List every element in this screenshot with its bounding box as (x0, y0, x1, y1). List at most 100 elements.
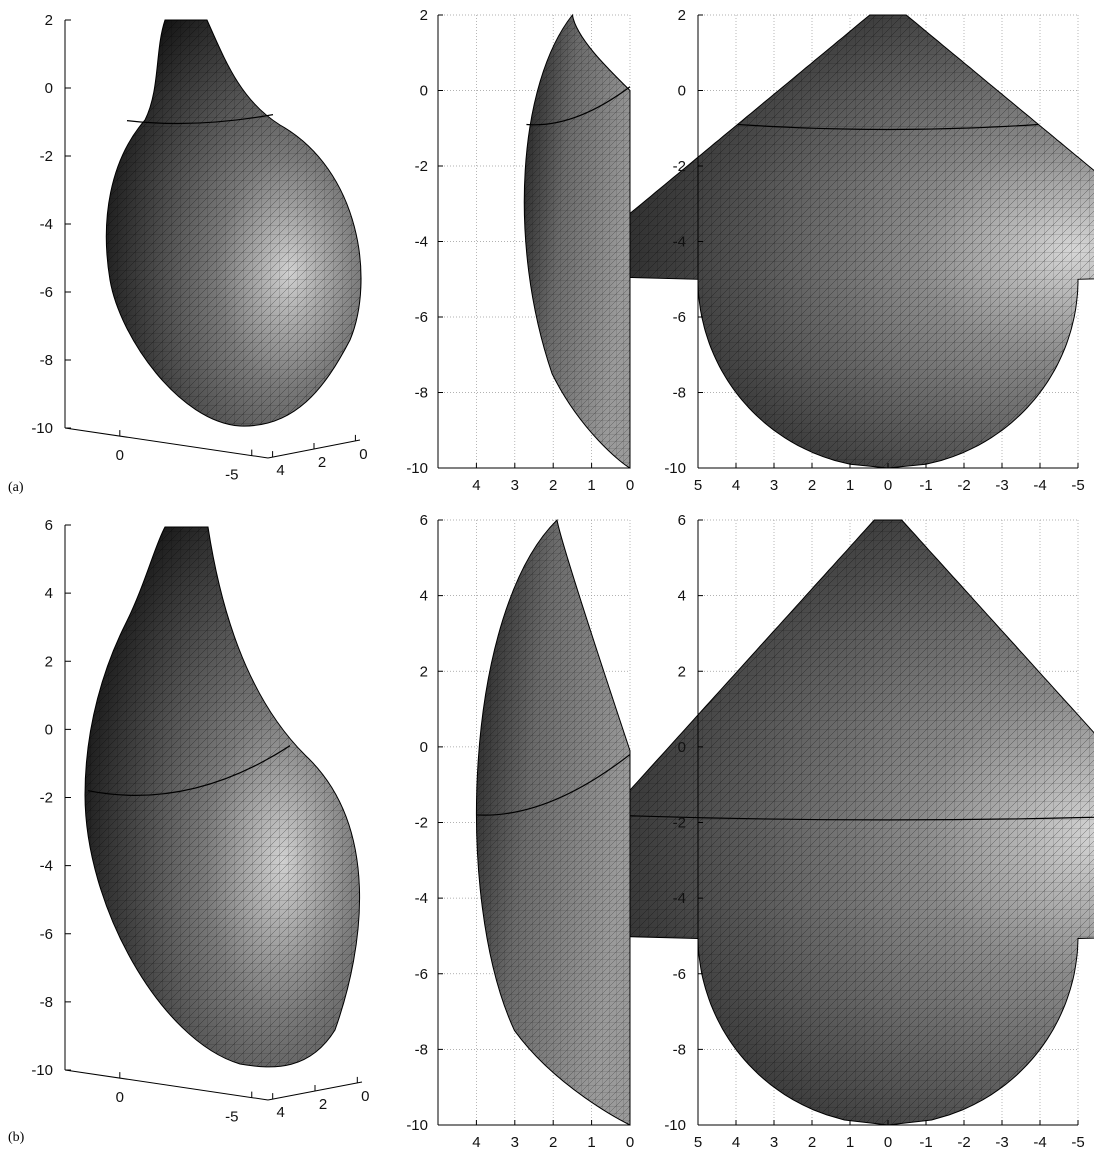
y-tick-label: -4 (415, 890, 428, 907)
z-tick-label: -2 (40, 790, 53, 807)
x-tick-label: 3 (511, 477, 519, 494)
y-tick-label: -4 (415, 234, 428, 251)
x-tick-label: 2 (549, 477, 557, 494)
y-tick-label: -6 (415, 309, 428, 326)
x-tick-label: 0 (626, 477, 634, 494)
x-tick-label: 4 (472, 477, 480, 494)
front-body-mesh (555, 15, 1094, 468)
y-tick-label: 4 (678, 588, 686, 605)
y-tick-label: 4 (277, 1104, 285, 1121)
z-tick-label: 2 (45, 653, 53, 670)
y-tick-label: 2 (420, 663, 428, 680)
z-tick-label: 6 (45, 517, 53, 534)
row-b-label: (b) (8, 1130, 25, 1145)
y-tick-label: -10 (406, 1117, 428, 1134)
y-tick-label: 2 (420, 7, 428, 24)
x-tick-label: 4 (732, 477, 740, 494)
x-tick-label: 5 (694, 1134, 702, 1151)
y-tick-label: 6 (678, 512, 686, 529)
y-tick-label: -8 (415, 385, 428, 402)
z-tick-label: -4 (40, 858, 53, 875)
x-tick-label: 3 (770, 477, 778, 494)
x-tick-label: -2 (957, 477, 970, 494)
side-body-mesh (476, 520, 630, 1125)
x-tick-label: 3 (770, 1134, 778, 1151)
z-tick-label: -4 (40, 216, 53, 233)
y-tick-label: -2 (673, 815, 686, 832)
x-axis (64, 1069, 269, 1101)
perspective-body-mesh (106, 20, 362, 427)
y-tick-label: 2 (678, 663, 686, 680)
x-axis (64, 427, 269, 459)
y-tick-label: -6 (415, 966, 428, 983)
y-tick-label: -2 (415, 158, 428, 175)
z-tick-label: 4 (45, 585, 53, 602)
x-tick-label: -1 (919, 477, 932, 494)
y-tick-label: 0 (361, 1088, 369, 1105)
perspective-neck-seam (126, 114, 274, 125)
y-tick-label: -10 (664, 460, 686, 477)
x-tick-label: 2 (808, 1134, 816, 1151)
x-tick-label: 1 (587, 477, 595, 494)
y-tick-label: -10 (406, 460, 428, 477)
y-tick-label: -6 (673, 966, 686, 983)
x-tick-label: 1 (587, 1134, 595, 1151)
side-body-mesh (524, 15, 630, 468)
y-tick-label: 0 (359, 446, 367, 463)
x-tick-label: 0 (116, 447, 124, 464)
x-tick-label: -4 (1033, 477, 1046, 494)
front-neck-seam (737, 123, 1039, 131)
x-tick-label: 1 (846, 477, 854, 494)
y-tick-label: -2 (673, 158, 686, 175)
z-tick-label: -2 (40, 148, 53, 165)
x-tick-label: 4 (732, 1134, 740, 1151)
x-tick-label: -5 (1071, 477, 1084, 494)
row-a-label: (a) (8, 480, 24, 495)
y-tick-label: 0 (678, 739, 686, 756)
y-tick-label: -8 (673, 385, 686, 402)
y-tick-label: 0 (678, 83, 686, 100)
y-tick-label: -2 (415, 815, 428, 832)
z-tick-label: -10 (31, 420, 53, 437)
x-tick-label: -4 (1033, 1134, 1046, 1151)
x-tick-label: 0 (626, 1134, 634, 1151)
z-tick-label: -8 (40, 994, 53, 1011)
perspective-neck-seam (87, 745, 291, 796)
x-tick-label: 0 (116, 1089, 124, 1106)
z-tick-label: -6 (40, 926, 53, 943)
z-tick-label: -8 (40, 352, 53, 369)
x-tick-label: 2 (808, 477, 816, 494)
x-tick-label: -5 (225, 1109, 238, 1126)
x-tick-label: -5 (1071, 1134, 1084, 1151)
x-tick-label: 4 (472, 1134, 480, 1151)
y-tick-label: -4 (673, 234, 686, 251)
z-tick-label: -6 (40, 284, 53, 301)
y-tick-label: 2 (678, 7, 686, 24)
y-tick-label: 4 (276, 462, 284, 479)
x-tick-label: -5 (225, 467, 238, 484)
x-tick-label: 0 (884, 1134, 892, 1151)
y-tick-label: -8 (673, 1041, 686, 1058)
y-tick-label: 6 (420, 512, 428, 529)
z-tick-label: 0 (45, 80, 53, 97)
x-tick-label: 2 (549, 1134, 557, 1151)
z-tick-label: -10 (31, 1062, 53, 1079)
y-tick-label: 0 (420, 739, 428, 756)
y-tick-label: -8 (415, 1041, 428, 1058)
front-neck-seam (605, 814, 1094, 821)
front-body-mesh (500, 520, 1094, 1125)
y-tick-label: 2 (319, 1096, 327, 1113)
side-neck-seam (526, 86, 631, 126)
x-tick-label: 5 (694, 477, 702, 494)
side-neck-seam (476, 753, 631, 816)
x-tick-label: 0 (884, 477, 892, 494)
x-tick-label: -2 (957, 1134, 970, 1151)
y-tick-label: -4 (673, 890, 686, 907)
